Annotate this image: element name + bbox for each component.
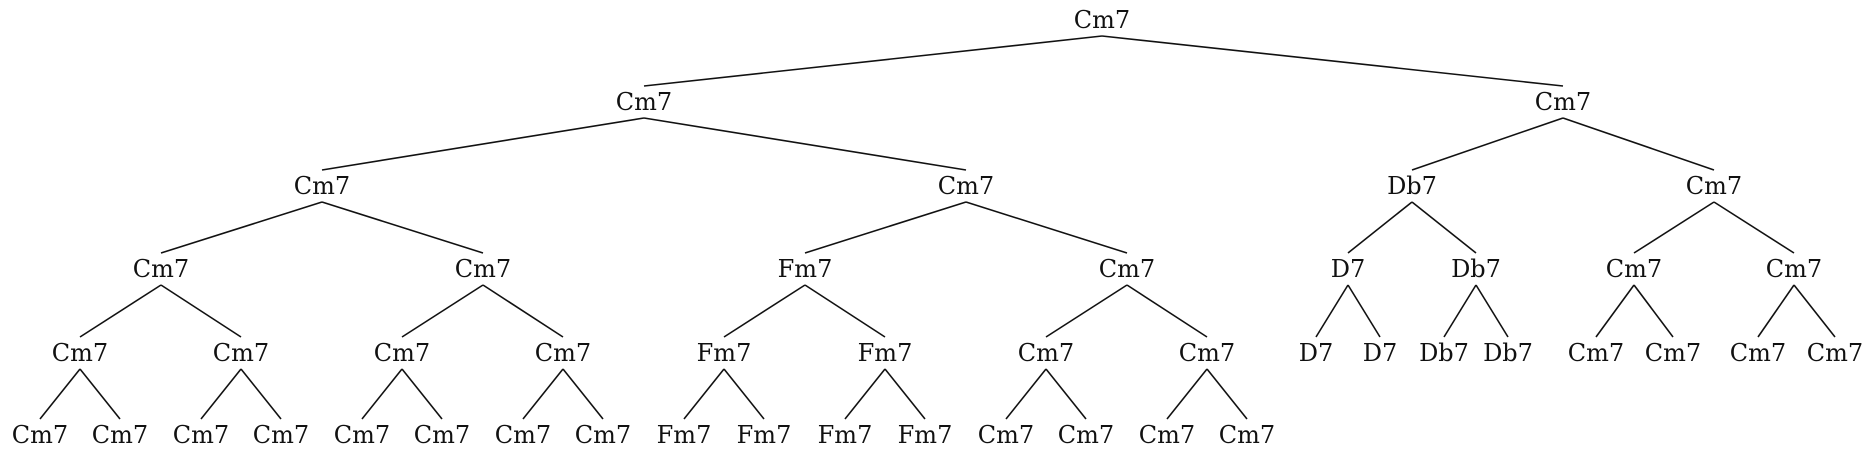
leaf-chord-label: Cm7 <box>1219 421 1275 449</box>
tree-edge <box>562 368 604 420</box>
chord-node-label: Cm7 <box>1686 172 1742 200</box>
chord-node-label: Cm7 <box>52 339 108 367</box>
tree-edge <box>965 201 1128 254</box>
tree-edge <box>1347 201 1413 254</box>
leaf-chord-label: Fm7 <box>657 421 712 449</box>
leaf-chord-label: Cm7 <box>334 421 390 449</box>
chord-node-label: Cm7 <box>1535 88 1591 116</box>
tree-edge <box>160 201 323 254</box>
tree-edge <box>200 368 242 420</box>
tree-edge <box>321 117 645 171</box>
tree-edge <box>79 284 162 338</box>
leaf-chord-label: Cm7 <box>495 421 551 449</box>
tree-edge <box>643 117 967 171</box>
tree-edge <box>1315 284 1349 338</box>
tree-edge <box>240 368 282 420</box>
chord-node-label: Cm7 <box>213 339 269 367</box>
tree-edge <box>1101 35 1564 87</box>
leaf-chord-label: Fm7 <box>737 421 792 449</box>
tree-edge <box>1347 284 1381 338</box>
leaf-chord-label: Cm7 <box>92 421 148 449</box>
tree-edge <box>522 368 564 420</box>
leaf-chord-label: D7 <box>1363 339 1398 367</box>
tree-edge <box>1411 117 1564 171</box>
tree-edge <box>1633 201 1715 254</box>
leaf-chord-label: Fm7 <box>818 421 873 449</box>
tree-edge <box>401 368 443 420</box>
leaf-chord-label: Cm7 <box>173 421 229 449</box>
chord-node-label: Cm7 <box>1606 255 1662 283</box>
chord-node-label: Fm7 <box>858 339 913 367</box>
tree-edge <box>361 368 403 420</box>
tree-edge <box>1475 284 1509 338</box>
chord-node-label: Cm7 <box>1018 339 1074 367</box>
chord-node-label: Cm7 <box>1179 339 1235 367</box>
tree-edge <box>1633 284 1674 338</box>
tree-edge <box>1443 284 1477 338</box>
chord-node-label: Cm7 <box>1099 255 1155 283</box>
tree-edge <box>1206 368 1248 420</box>
tree-edge <box>1045 284 1128 338</box>
leaf-chord-label: Cm7 <box>1139 421 1195 449</box>
tree-edge <box>844 368 886 420</box>
tree-edge <box>884 368 926 420</box>
chord-node-label: Cm7 <box>294 172 350 200</box>
leaf-chord-label: Cm7 <box>1058 421 1114 449</box>
chord-node-label: Db7 <box>1451 255 1501 283</box>
chord-node-label: Cm7 <box>1766 255 1822 283</box>
tree-edge <box>1411 201 1477 254</box>
tree-edge <box>1757 284 1795 338</box>
tree-edge <box>160 284 242 338</box>
tree-edge <box>1166 368 1208 420</box>
tree-edge <box>1713 201 1795 254</box>
leaf-chord-label: Cm7 <box>1645 339 1701 367</box>
leaf-chord-label: Cm7 <box>414 421 470 449</box>
tree-edge <box>804 284 886 338</box>
tree-edge <box>79 368 121 420</box>
leaf-chord-label: Cm7 <box>253 421 309 449</box>
chord-node-label: Cm7 <box>133 255 189 283</box>
tree-edge <box>1126 284 1208 338</box>
tree-edge <box>804 201 967 254</box>
leaf-chord-label: Fm7 <box>898 421 953 449</box>
tree-edge <box>39 368 81 420</box>
tree-edge <box>401 284 484 338</box>
tree-edge <box>1793 284 1836 338</box>
leaf-chord-label: Cm7 <box>12 421 68 449</box>
tree-edge <box>1005 368 1047 420</box>
leaf-chord-label: Cm7 <box>1568 339 1624 367</box>
root-chord-label: Cm7 <box>1074 6 1130 34</box>
chord-node-label: Cm7 <box>616 88 672 116</box>
leaf-chord-label: Db7 <box>1483 339 1533 367</box>
leaf-chord-label: Cm7 <box>1730 339 1786 367</box>
tree-edge <box>482 284 564 338</box>
tree-edge <box>1562 117 1715 171</box>
chord-node-label: Cm7 <box>455 255 511 283</box>
leaf-chord-label: Cm7 <box>575 421 631 449</box>
tree-edge <box>723 368 765 420</box>
tree-edge <box>1595 284 1635 338</box>
leaf-chord-label: Cm7 <box>1807 339 1863 367</box>
chord-node-label: Fm7 <box>697 339 752 367</box>
tree-edge <box>321 201 484 254</box>
chord-node-label: Cm7 <box>938 172 994 200</box>
leaf-chord-label: D7 <box>1299 339 1334 367</box>
chord-node-label: Cm7 <box>374 339 430 367</box>
leaf-chord-label: Db7 <box>1419 339 1469 367</box>
tree-edge <box>723 284 806 338</box>
tree-edge <box>643 35 1103 87</box>
chord-node-label: Fm7 <box>778 255 833 283</box>
chord-node-label: Db7 <box>1387 172 1437 200</box>
tree-edge <box>1045 368 1087 420</box>
leaf-chord-label: Cm7 <box>978 421 1034 449</box>
tree-edge <box>683 368 725 420</box>
chord-node-label: D7 <box>1331 255 1366 283</box>
chord-node-label: Cm7 <box>535 339 591 367</box>
